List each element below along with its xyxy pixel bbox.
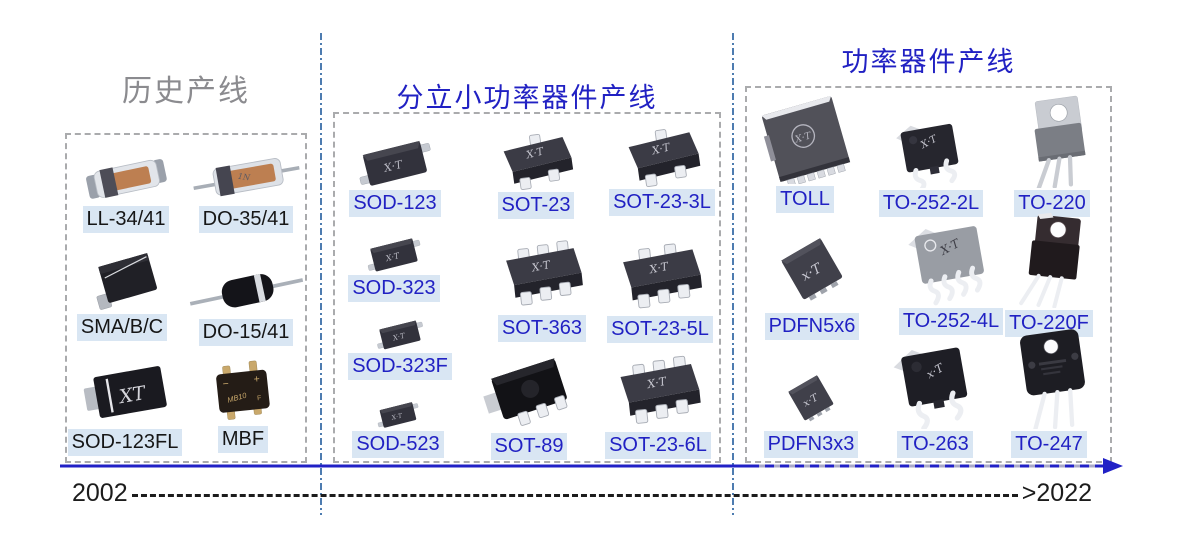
package-item-to-220: TO-220 <box>996 95 1108 217</box>
package-item-toll: TOLL <box>755 97 855 213</box>
package-label: SOT-23-6L <box>605 432 711 459</box>
package-label: PDFN5x6 <box>764 313 860 340</box>
package-label: MBF <box>217 426 269 453</box>
section-divider-right <box>732 33 734 515</box>
package-label: SOT-23-3L <box>609 189 715 216</box>
package-item-to-220f: TO-220F <box>994 211 1104 337</box>
pdfn3x3-package-icon <box>778 367 844 429</box>
to-247-package-icon <box>999 327 1099 429</box>
package-label: SOT-89 <box>490 433 568 460</box>
sot-363-package-icon <box>497 237 587 313</box>
package-label: PDFN3x3 <box>763 431 859 458</box>
package-item-do-15-41: DO-15/41 <box>188 251 304 346</box>
package-item-to-252-4l: TO-252-4L <box>893 219 1009 335</box>
package-label: TO-247 <box>1011 431 1087 458</box>
to-252-2l-package-icon <box>881 116 981 188</box>
package-item-sot-89: SOT-89 <box>473 356 585 460</box>
to-220f-package-icon <box>1003 210 1095 308</box>
package-item-to-252-2l: TO-252-2L <box>875 117 987 217</box>
package-label: TO-220F <box>1005 310 1093 337</box>
sod-123fl-package-icon <box>75 359 175 427</box>
sod-323f-package-icon <box>373 319 427 351</box>
section-title-history: 历史产线 <box>122 75 250 108</box>
package-label: DO-15/41 <box>198 319 294 346</box>
package-item-mbf: MBF <box>188 361 298 453</box>
package-label: TO-220 <box>1014 190 1090 217</box>
package-item-to-247: TO-247 <box>991 328 1107 458</box>
package-label: SOT-23 <box>497 192 575 219</box>
power-products-box <box>745 86 1112 463</box>
sot-23-5l-package-icon <box>613 240 707 314</box>
section-title-power: 功率器件产线 <box>841 47 1016 77</box>
timeline-end-year: >2022 <box>1021 478 1092 507</box>
sod-123-package-icon <box>353 139 437 188</box>
package-item-sot-23-6l: SOT-23-6L <box>602 353 714 459</box>
sot-23-package-icon <box>492 128 580 190</box>
package-label: LL-34/41 <box>82 206 170 233</box>
package-label: TO-252-4L <box>898 308 1004 335</box>
package-item-sod-323: SOD-323 <box>346 234 442 302</box>
sot-23-6l-package-icon <box>611 354 705 430</box>
package-item-sot-23-5l: SOT-23-5L <box>604 239 716 343</box>
do-35-41-package-icon <box>189 152 304 204</box>
to-220-package-icon <box>1005 94 1099 188</box>
sot-23-3l-package-icon <box>613 123 711 187</box>
arrowhead-icon <box>1103 458 1123 474</box>
package-label: SOD-323 <box>348 275 440 302</box>
package-item-to-263: TO-263 <box>881 340 989 458</box>
timeline-year-row: 2002 >2022 <box>72 477 1092 509</box>
package-label: SOD-123 <box>349 190 441 217</box>
package-item-sma-b-c: SMA/B/C <box>64 246 180 341</box>
timeline-arrow <box>60 458 1123 474</box>
package-item-sot-23: SOT-23 <box>484 129 588 219</box>
package-item-sod-323f: SOD-323F <box>348 316 452 380</box>
package-label: TO-252-2L <box>878 190 984 217</box>
package-item-ll-34-41: LL-34/41 <box>68 148 184 233</box>
package-item-pdfn3x3: PDFN3x3 <box>761 362 861 458</box>
sod-523-package-icon <box>374 401 422 429</box>
package-item-do-35-41: DO-35/41 <box>188 146 304 233</box>
small-power-products-box <box>333 112 721 463</box>
package-item-pdfn5x6: PDFN5x6 <box>759 228 865 340</box>
sod-323-package-icon <box>363 237 425 273</box>
timeline-dashed-line <box>131 493 1018 497</box>
do-15-41-package-icon <box>189 267 304 317</box>
section-divider-left <box>320 33 322 515</box>
package-item-sod-123: SOD-123 <box>345 137 445 217</box>
package-item-sot-23-3l: SOT-23-3L <box>606 124 718 216</box>
package-label: DO-35/41 <box>198 206 294 233</box>
package-label: SOT-363 <box>497 315 587 342</box>
pdfn5x6-package-icon <box>766 227 858 311</box>
package-label: SOD-323F <box>348 353 452 380</box>
history-products-box <box>65 133 307 463</box>
package-label: TOLL <box>776 186 834 213</box>
sot-89-package-icon <box>478 357 580 431</box>
to-263-package-icon <box>885 339 985 429</box>
package-label: SOT-23-5L <box>607 316 713 343</box>
sma-b-c-package-icon <box>78 248 166 312</box>
package-label: TO-263 <box>897 431 973 458</box>
package-label: SOD-523 <box>352 431 444 458</box>
mbf-package-icon <box>206 360 280 424</box>
package-item-sod-523: SOD-523 <box>348 396 448 458</box>
package-label: SOD-123FL <box>67 429 183 456</box>
section-title-small-power: 分立小功率器件产线 <box>396 83 658 113</box>
to-252-4l-package-icon <box>898 218 1004 306</box>
toll-package-icon <box>757 96 853 184</box>
package-label: SMA/B/C <box>76 314 168 341</box>
timeline-start-year: 2002 <box>72 478 128 507</box>
ll-34-41-package-icon <box>76 154 176 204</box>
package-item-sot-363: SOT-363 <box>490 236 594 342</box>
package-item-sod-123fl: SOD-123FL <box>64 358 186 456</box>
